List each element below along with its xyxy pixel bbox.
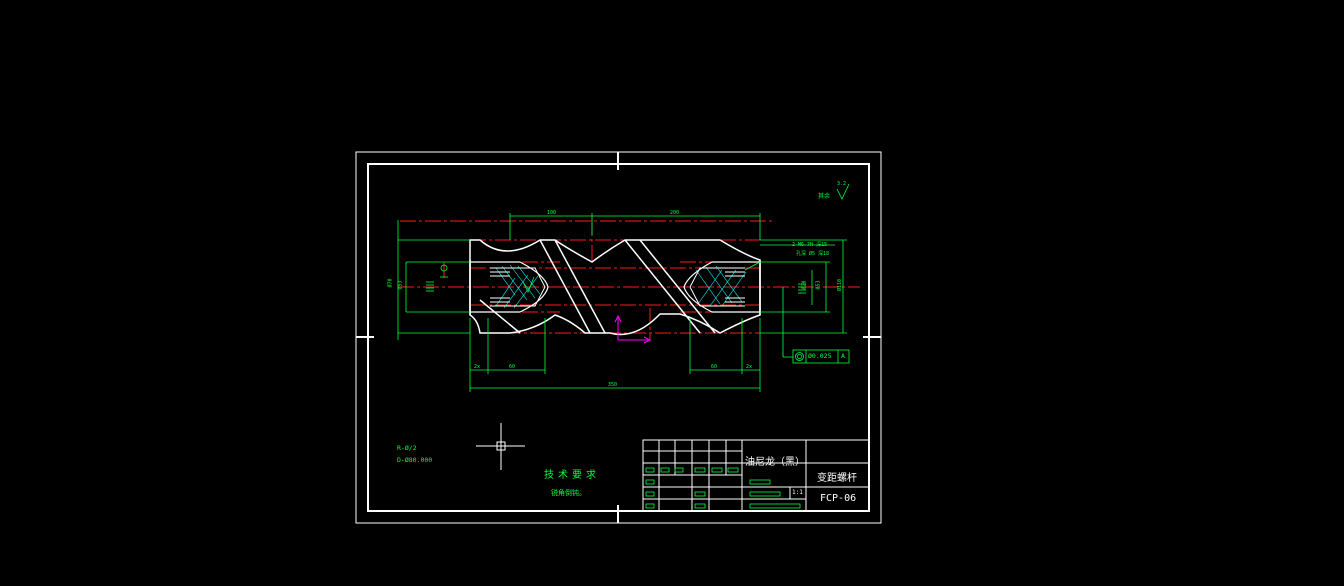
tolerance-symbol: ◎ xyxy=(795,352,805,360)
tech-requirements-title: 技术要求 xyxy=(544,470,600,481)
dim-dia-left-outer: Ø70 xyxy=(387,278,394,288)
title-block-scale: 1:1 xyxy=(792,489,803,496)
dim-chamfer-right: 2x xyxy=(746,364,753,370)
centerlines xyxy=(398,220,860,340)
centring-marks xyxy=(356,152,881,523)
ucs-icon xyxy=(614,314,652,344)
tolerance-value: Ø0.025 xyxy=(808,352,832,360)
title-block-drawing-number: FCP-06 xyxy=(820,493,857,504)
title-block-part-name: 变距螺杆 xyxy=(817,473,857,484)
roughness-symbols xyxy=(426,183,850,294)
dim-dia-right-outer: Ø110 xyxy=(837,278,844,292)
dim-top-right: 200 xyxy=(670,210,680,216)
title-block-cells xyxy=(645,467,801,509)
note-line2: D-Ø80.000 xyxy=(397,456,433,464)
left-bore xyxy=(469,261,549,313)
tolerance-frame-box xyxy=(792,349,850,364)
hole-note-line1: 2-M6-7H 深15 xyxy=(792,242,828,248)
dim-dia-right-mid: Ø20 xyxy=(801,280,808,290)
dim-chamfer-left: 2x xyxy=(474,364,481,370)
tolerance-datum: A xyxy=(841,352,845,360)
dim-overall: 350 xyxy=(608,382,618,388)
dim-top-left: 100 xyxy=(547,210,557,216)
note-line1: R-Ø/2 xyxy=(397,444,417,452)
tech-requirements-text: 锐角倒钝。 xyxy=(551,489,586,497)
dim-dia-right-inner: Ø53 xyxy=(815,280,822,290)
dim-left-end: 60 xyxy=(509,364,516,370)
dimension-lines xyxy=(397,213,847,392)
roughness-value: 3.2 xyxy=(837,181,847,187)
roughness-label: 其余 xyxy=(818,193,831,200)
dim-dia-left-inner: Ø53 xyxy=(397,280,404,290)
hole-note-line2: 孔深 Ø5 深18 xyxy=(796,251,830,257)
title-block-lines xyxy=(642,439,870,512)
crosshair-cursor xyxy=(476,423,525,470)
title-block-material: 油尼龙（黑） xyxy=(745,457,805,468)
dim-right-end: 60 xyxy=(711,364,718,370)
right-bore xyxy=(683,261,761,313)
